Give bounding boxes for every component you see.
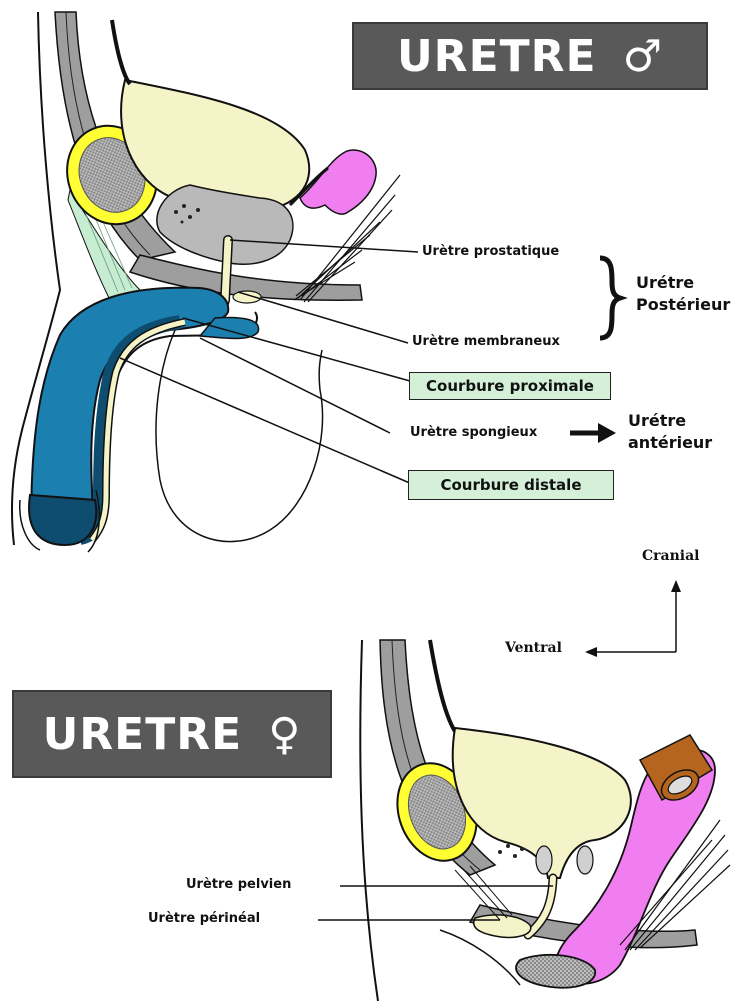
label-uretre-spongieux: Urètre spongieux bbox=[410, 425, 537, 440]
orientation-arrows bbox=[595, 590, 676, 652]
posterior-brace bbox=[600, 258, 620, 338]
anterior-arrow bbox=[570, 423, 616, 443]
cranial-arrowhead bbox=[671, 580, 681, 592]
label-cranial: Cranial bbox=[642, 548, 699, 564]
female-title-box: URETRE ♀ bbox=[12, 690, 332, 778]
female-anatomy bbox=[360, 640, 730, 1001]
label-uretre-prostatique: Urètre prostatique bbox=[422, 244, 559, 259]
male-title: URETRE bbox=[397, 31, 597, 82]
label-ventral: Ventral bbox=[505, 640, 562, 656]
female-title: URETRE bbox=[43, 709, 243, 760]
female-symbol-icon: ♀ bbox=[268, 709, 301, 760]
label-uretre-pelvien: Urètre pelvien bbox=[186, 877, 291, 892]
male-title-box: URETRE ♂ bbox=[352, 22, 708, 90]
male-anatomy bbox=[12, 12, 400, 552]
box-courbure-distale: Courbure distale bbox=[408, 470, 614, 500]
ventral-arrowhead bbox=[585, 647, 597, 657]
male-symbol-icon: ♂ bbox=[623, 31, 663, 82]
label-uretre-membraneux: Urètre membraneux bbox=[412, 334, 560, 349]
label-uretre-posterieur: Urétre Postérieur bbox=[636, 272, 736, 316]
label-uretre-perineal: Urètre périnéal bbox=[148, 911, 260, 926]
label-uretre-anterieur: Urétre antérieur bbox=[628, 410, 728, 454]
box-courbure-proximale: Courbure proximale bbox=[409, 372, 611, 400]
